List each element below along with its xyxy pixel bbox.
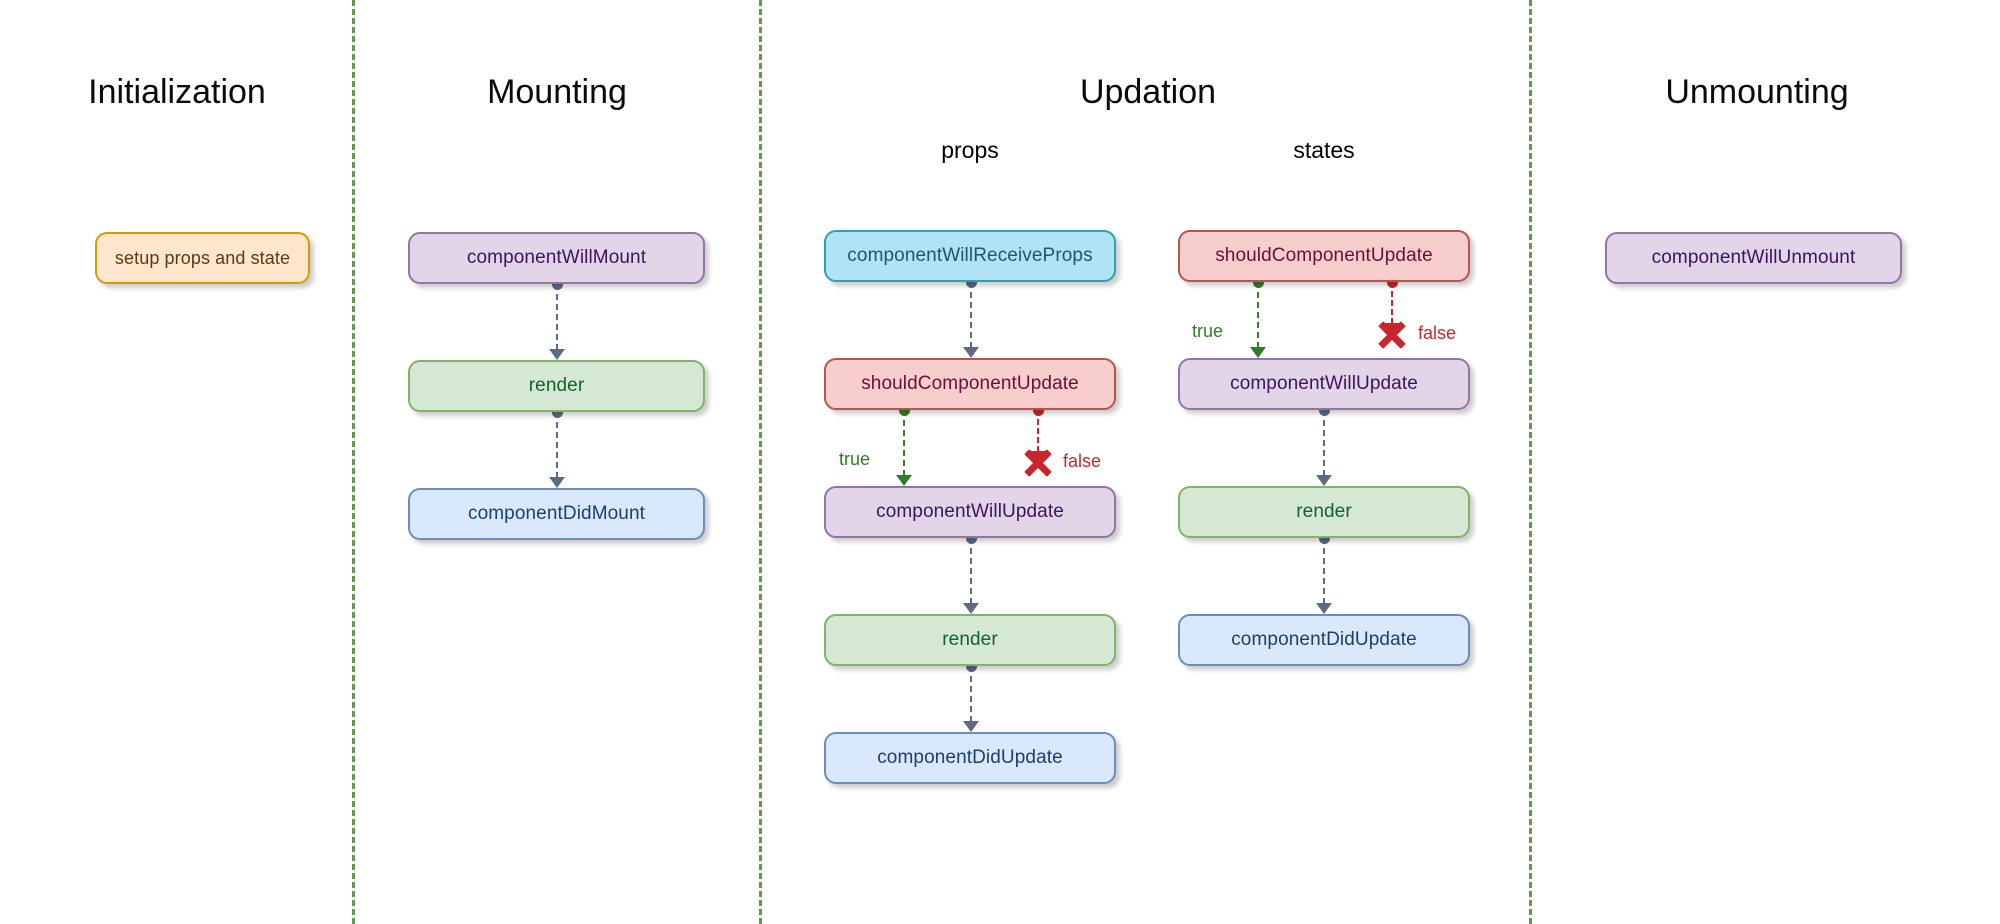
connector-arrow-states-will-to-render bbox=[1316, 475, 1332, 486]
connector-line-states-false-branch bbox=[1391, 282, 1393, 324]
connector-arrow-props-recv-to-should bbox=[963, 347, 979, 358]
lifecycle-node-props-component-will-receive-props[interactable]: componentWillReceiveProps bbox=[824, 230, 1116, 282]
lifecycle-node-props-component-will-update[interactable]: componentWillUpdate bbox=[824, 486, 1116, 538]
lifecycle-node-mounting-component-did-mount[interactable]: componentDidMount bbox=[408, 488, 705, 540]
connector-line-mount-will-to-render bbox=[556, 284, 558, 350]
lifecycle-node-states-component-will-update[interactable]: componentWillUpdate bbox=[1178, 358, 1470, 410]
section-title-mounting: Mounting bbox=[487, 73, 627, 111]
lifecycle-node-states-should-component-update[interactable]: shouldComponentUpdate bbox=[1178, 230, 1470, 282]
states-false-x-mark bbox=[1377, 320, 1407, 350]
subsection-title-props: props bbox=[941, 137, 999, 163]
lifecycle-node-mounting-component-will-mount[interactable]: componentWillMount bbox=[408, 232, 705, 284]
states-true-label: true bbox=[1192, 321, 1224, 341]
connector-arrow-props-will-to-render bbox=[963, 603, 979, 614]
states-false-label: false bbox=[1418, 323, 1457, 343]
lifecycle-node-mounting-render[interactable]: render bbox=[408, 360, 705, 412]
connector-line-states-render-to-did bbox=[1323, 538, 1325, 604]
lifecycle-node-props-component-did-update[interactable]: componentDidUpdate bbox=[824, 732, 1116, 784]
connector-line-props-false-branch bbox=[1037, 410, 1039, 452]
lifecycle-node-states-component-did-update[interactable]: componentDidUpdate bbox=[1178, 614, 1470, 666]
divider-initialization-mounting bbox=[352, 0, 355, 924]
connector-line-mount-render-to-did bbox=[556, 412, 558, 478]
section-title-unmounting: Unmounting bbox=[1665, 73, 1849, 111]
connector-line-props-recv-to-should bbox=[970, 282, 972, 348]
connector-arrow-mount-render-to-did bbox=[549, 477, 565, 488]
connector-line-states-will-to-render bbox=[1323, 410, 1325, 476]
connector-line-props-render-to-did bbox=[970, 666, 972, 722]
section-title-initialization: Initialization bbox=[88, 73, 266, 111]
lifecycle-node-unmounting-component-will-unmount[interactable]: componentWillUnmount bbox=[1605, 232, 1902, 284]
lifecycle-node-setup-props-and-state[interactable]: setup props and state bbox=[95, 232, 310, 284]
connector-arrow-props-render-to-did bbox=[963, 721, 979, 732]
lifecycle-node-props-should-component-update[interactable]: shouldComponentUpdate bbox=[824, 358, 1116, 410]
props-true-label: true bbox=[839, 449, 871, 469]
divider-updation-unmounting bbox=[1529, 0, 1532, 924]
lifecycle-node-states-render[interactable]: render bbox=[1178, 486, 1470, 538]
connector-line-props-true-branch bbox=[903, 410, 905, 476]
lifecycle-node-props-render[interactable]: render bbox=[824, 614, 1116, 666]
connector-line-props-will-to-render bbox=[970, 538, 972, 604]
subsection-title-states: states bbox=[1293, 137, 1355, 163]
props-false-x-mark bbox=[1023, 448, 1053, 478]
connector-arrow-props-true-branch bbox=[896, 475, 912, 486]
connector-arrow-mount-will-to-render bbox=[549, 349, 565, 360]
divider-mounting-updation bbox=[759, 0, 762, 924]
section-title-updation: Updation bbox=[1079, 73, 1217, 111]
connector-line-states-true-branch bbox=[1257, 282, 1259, 348]
connector-arrow-states-render-to-did bbox=[1316, 603, 1332, 614]
props-false-label: false bbox=[1063, 451, 1102, 471]
connector-arrow-states-true-branch bbox=[1250, 347, 1266, 358]
